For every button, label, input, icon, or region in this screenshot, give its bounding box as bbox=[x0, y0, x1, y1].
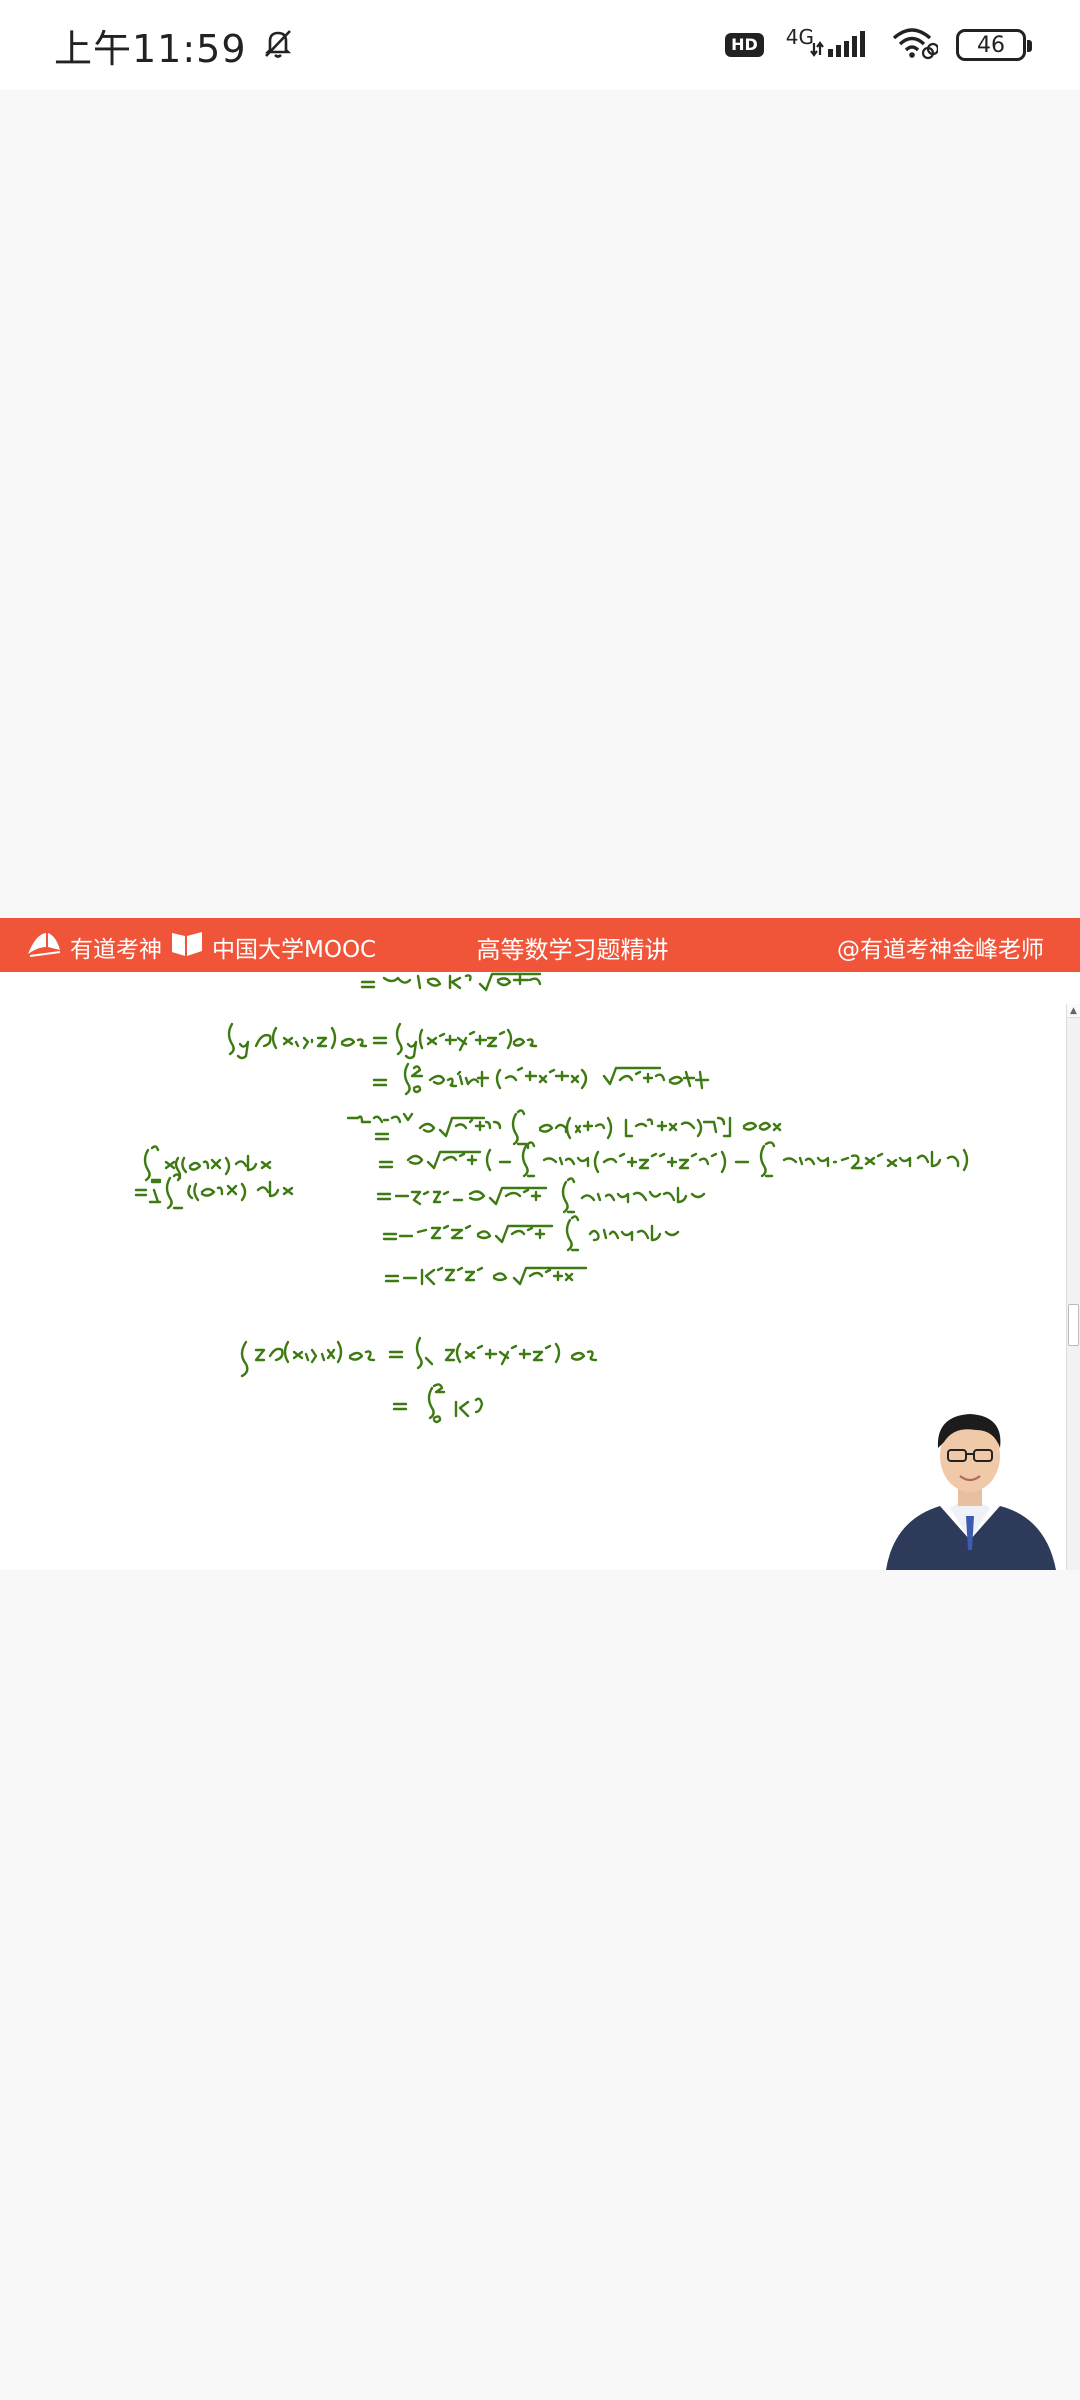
status-left: 上午11:59 bbox=[54, 18, 295, 73]
status-right: HD 4G 46 bbox=[725, 25, 1032, 64]
wifi-icon bbox=[890, 26, 940, 64]
hd-badge: HD bbox=[725, 33, 764, 57]
brand-youdao: 有道考神 bbox=[26, 930, 162, 964]
open-book-icon bbox=[170, 930, 204, 964]
video-player[interactable]: 有道考神 中国大学MOOC 高等数学习题精讲 @有道考神金峰老师 bbox=[0, 918, 1080, 1570]
whiteboard bbox=[0, 972, 1060, 1570]
course-title: 高等数学习题精讲 bbox=[476, 936, 669, 964]
status-bar: 上午11:59 HD 4G bbox=[0, 0, 1080, 90]
bell-muted-icon bbox=[261, 26, 295, 64]
board-scrollbar[interactable]: ▲ bbox=[1066, 1004, 1080, 1570]
network-type: 4G bbox=[785, 25, 814, 49]
handwritten-math bbox=[134, 972, 969, 1424]
youdao-logo-icon bbox=[26, 930, 62, 964]
video-title-banner: 有道考神 中国大学MOOC 高等数学习题精讲 @有道考神金峰老师 bbox=[0, 918, 1080, 972]
cellular-signal-icon: 4G bbox=[782, 25, 872, 61]
battery-indicator: 46 bbox=[956, 29, 1032, 61]
status-time: 上午11:59 bbox=[54, 26, 247, 71]
brand-mooc-label: 中国大学MOOC bbox=[212, 937, 377, 963]
brand-youdao-label: 有道考神 bbox=[70, 937, 162, 963]
scroll-thumb[interactable] bbox=[1068, 1304, 1079, 1346]
scroll-up-arrow-icon[interactable]: ▲ bbox=[1067, 1004, 1080, 1018]
brand-mooc: 中国大学MOOC bbox=[170, 930, 376, 964]
presenter-thumbnail bbox=[880, 1390, 1060, 1570]
teacher-handle: @有道考神金峰老师 bbox=[837, 937, 1044, 963]
